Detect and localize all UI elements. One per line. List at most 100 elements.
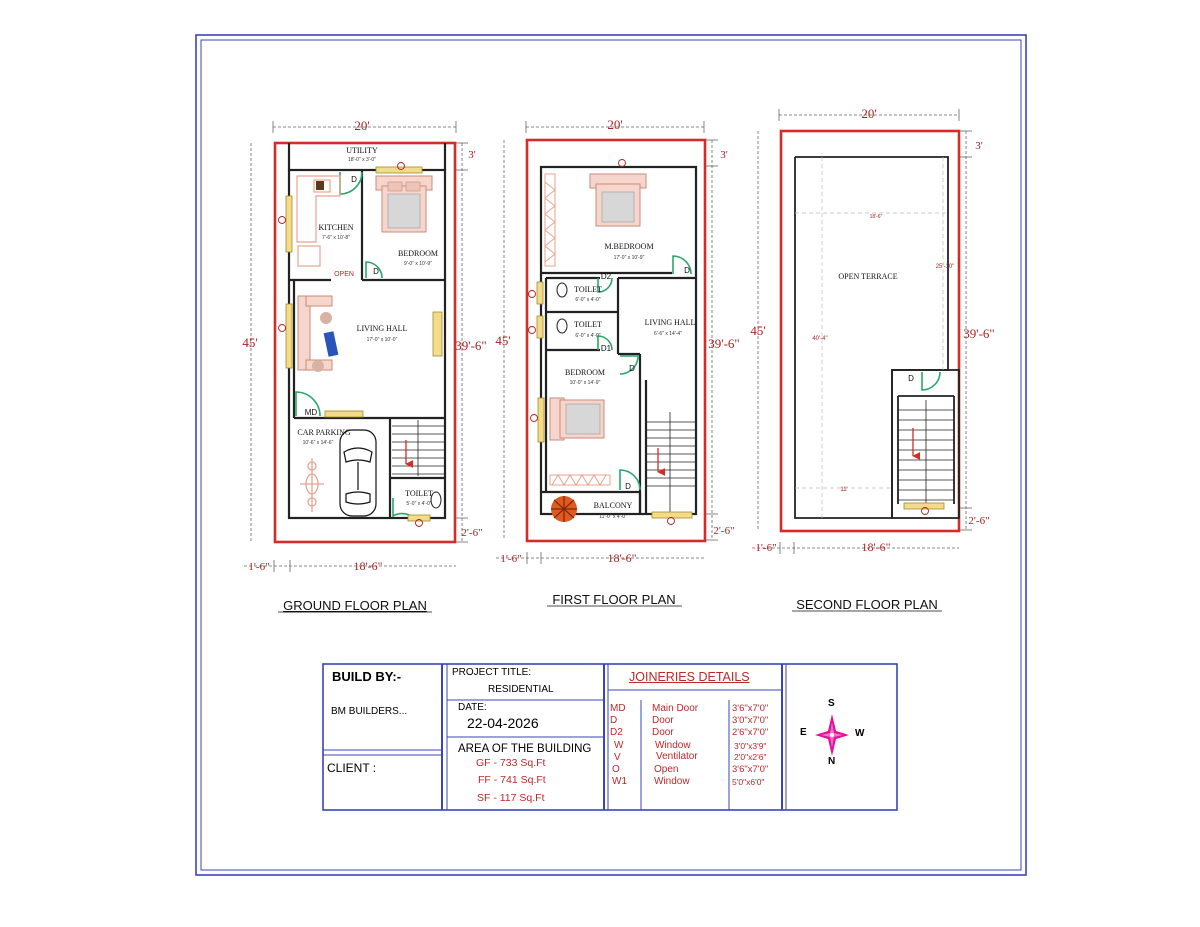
project-title-value: RESIDENTIAL <box>488 684 554 695</box>
date-value: 22-04-2026 <box>467 715 539 731</box>
joinery-name-md: Main Door <box>652 703 699 714</box>
joineries-title: JOINERIES DETAILS <box>629 670 750 684</box>
first-living-size: 6'-6" x 14'-4" <box>654 331 682 337</box>
ground-inner-width-dim: 18'-6" <box>353 559 382 573</box>
ground-living-size: 17'-0" x 10'-0" <box>367 337 398 343</box>
compass-rose <box>815 714 849 756</box>
second-floor-plan: 20' 45' 3' 39'-6" 2'-6" 1'-6" 18'-6" <box>750 106 994 612</box>
second-inner-depth-dim: 39'-6" <box>963 326 994 341</box>
first-toilet-label: TOILET <box>574 285 602 294</box>
first-depth-dim: 45' <box>495 333 510 348</box>
first-d-label: D <box>684 266 690 275</box>
ground-inner-depth-dim: 39'-6" <box>455 338 486 353</box>
build-by-value: BM BUILDERS... <box>331 706 408 717</box>
ground-open-label: OPEN <box>334 271 354 278</box>
ground-utility-size: 18'-0" x 3'-0" <box>348 157 376 163</box>
date-label: DATE: <box>458 702 487 713</box>
client-label: CLIENT : <box>327 761 377 775</box>
first-d-label-3: D <box>629 364 635 373</box>
first-width-dim: 20' <box>607 117 622 132</box>
joinery-code-w1: W1 <box>612 776 627 787</box>
joinery-size-w: 3'0"x3'9" <box>734 741 767 751</box>
compass-e: E <box>800 727 807 738</box>
joinery-code-w: W <box>614 740 624 751</box>
first-floor-plan: 20' 45' 3' 39'-6" 2'-6" 1'-6" 18'-6" <box>495 117 739 607</box>
ground-living-label: LIVING HALL <box>357 324 408 333</box>
first-mbedroom-size: 17'-0" x 10'-9" <box>614 255 645 261</box>
ground-door-label: D <box>351 175 357 184</box>
first-toilet-size: 6'-0" x 4'-0" <box>575 297 600 303</box>
second-dim-width: 18'-6" <box>870 214 883 220</box>
ground-toilet-size: 5'-0" x 4'-0" <box>406 501 431 507</box>
joinery-size-d: 3'0"x7'0" <box>732 715 769 726</box>
ground-toilet-label: TOILET <box>405 489 433 498</box>
joinery-size-w1: 5'0"x6'0" <box>732 777 765 787</box>
second-width-dim: 20' <box>861 106 876 121</box>
second-side-setback-dim: 1'-6" <box>755 542 776 554</box>
first-d-label-2: D <box>625 482 631 491</box>
first-bedroom-size: 10'-0" x 14'-9" <box>570 380 601 386</box>
ground-floor-plan: 20' 45' 3' 39'-6" 2'-6" 1'-6" 18'-6" <box>242 118 486 613</box>
second-terrace-label: OPEN TERRACE <box>838 272 897 281</box>
ground-rear-setback-dim: 2'-6" <box>461 527 482 539</box>
first-side-setback-dim: 1'-6" <box>500 553 521 565</box>
joinery-size-v: 2'0"x2'6" <box>734 752 767 762</box>
ground-depth-dim: 45' <box>242 335 257 350</box>
ground-door-label-2: D <box>373 267 379 276</box>
joinery-code-v: V <box>614 752 621 763</box>
joinery-name-o: Open <box>654 764 679 775</box>
ground-md-label: MD <box>305 408 318 417</box>
first-toilet2-label: TOILET <box>574 320 602 329</box>
project-title-label: PROJECT TITLE: <box>452 667 532 678</box>
area-sf: SF - 117 Sq.Ft <box>477 792 545 804</box>
joinery-size-d2: 2'6"x7'0" <box>732 727 769 738</box>
joinery-code-d: D <box>610 715 618 726</box>
first-rear-setback-dim: 2'-6" <box>713 525 734 537</box>
ground-plan-title: GROUND FLOOR PLAN <box>283 598 427 613</box>
second-front-setback-dim: 3' <box>975 140 983 152</box>
ground-bedroom-size: 9'-0" x 10'-9" <box>404 261 432 267</box>
area-ff: FF - 741 Sq.Ft <box>478 774 546 786</box>
first-plan-title: FIRST FLOOR PLAN <box>552 592 675 607</box>
ground-side-setback-dim: 1'-6" <box>248 561 269 573</box>
second-plan-title: SECOND FLOOR PLAN <box>796 597 938 612</box>
second-depth-dim: 45' <box>750 323 765 338</box>
joinery-size-o: 3'6"x7'0" <box>732 764 769 775</box>
first-inner-depth-dim: 39'-6" <box>708 336 739 351</box>
second-dim-side: 40'-4" <box>812 336 827 342</box>
ground-bedroom-label: BEDROOM <box>398 249 438 258</box>
first-balcony-label: BALCONY <box>594 501 633 510</box>
compass-n: N <box>828 756 836 767</box>
joinery-code-md: MD <box>610 703 626 714</box>
ground-front-setback-dim: 3' <box>468 149 476 161</box>
area-gf: GF - 733 Sq.Ft <box>476 757 546 769</box>
title-block <box>322 663 898 811</box>
second-dim-height: 25'-10" <box>936 264 955 270</box>
outer-frame <box>195 34 1027 876</box>
first-d2-label: D2 <box>601 272 612 281</box>
ground-utility-label: UTILITY <box>346 146 378 155</box>
joinery-name-w1: Window <box>654 776 690 787</box>
joinery-code-o: O <box>612 764 620 775</box>
joinery-name-v: Ventilator <box>656 751 698 762</box>
first-living-label: LIVING HALL <box>645 318 696 327</box>
ground-parking-label: CAR PARKING <box>297 428 350 437</box>
joinery-name-d2: Door <box>652 727 674 738</box>
first-toilet2-size: 6'-0" x 4'-0" <box>575 333 600 339</box>
first-d1-label: D1 <box>601 344 612 353</box>
first-bedroom-label: BEDROOM <box>565 368 605 377</box>
first-front-setback-dim: 3' <box>720 149 728 161</box>
joinery-name-d: Door <box>652 715 674 726</box>
second-door-label: D <box>908 374 914 383</box>
second-inner-width-dim: 18'-6" <box>861 540 890 554</box>
ground-kitchen-label: KITCHEN <box>318 223 353 232</box>
compass-s: S <box>828 698 835 709</box>
compass-w: W <box>855 728 865 739</box>
ground-kitchen-size: 7'-6" x 10'-8" <box>322 235 350 241</box>
joinery-name-w: Window <box>655 740 691 751</box>
second-dim-stair: 11' <box>840 487 847 493</box>
ground-width-dim: 20' <box>354 118 369 133</box>
second-rear-setback-dim: 2'-6" <box>968 515 989 527</box>
first-inner-width-dim: 18'-6" <box>607 551 636 565</box>
